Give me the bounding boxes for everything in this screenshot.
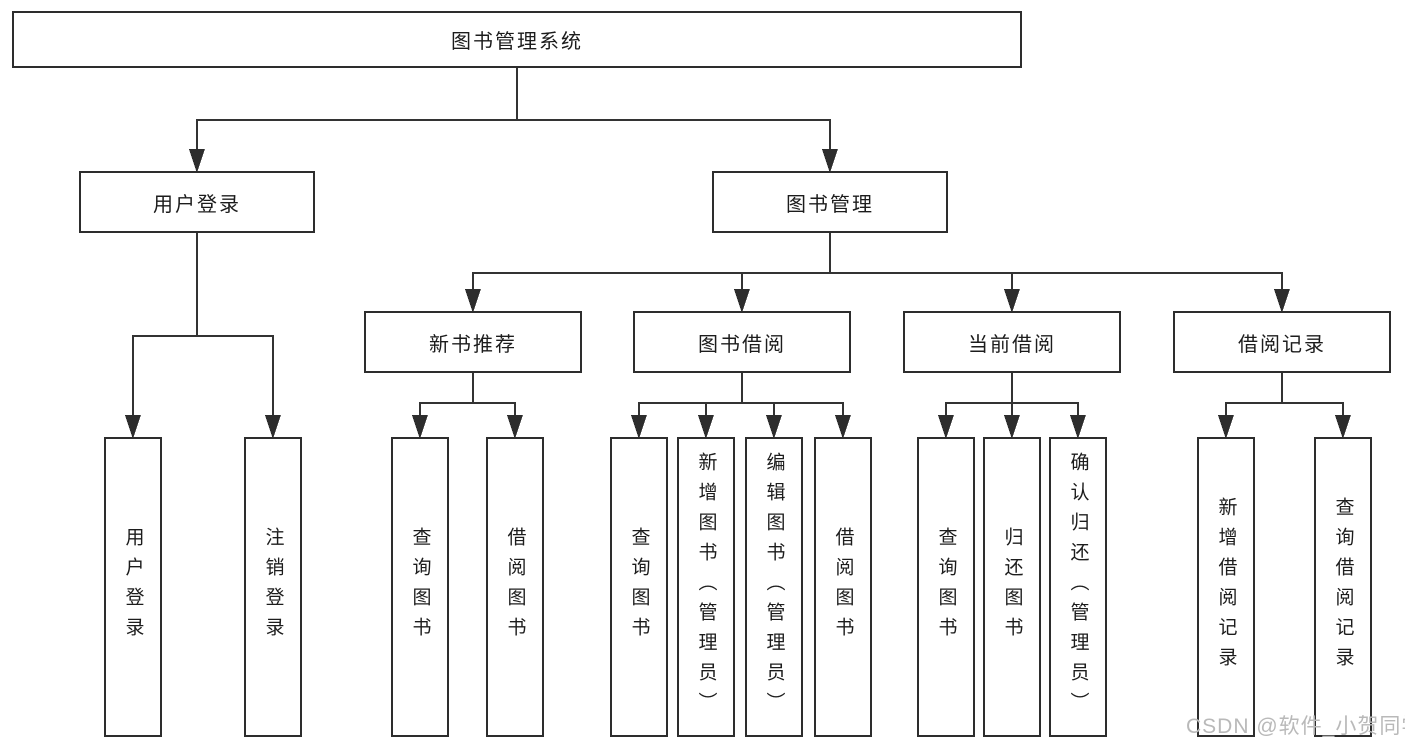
leaf-add-book-admin: 新增图书（管理员） [677, 437, 735, 737]
leaf-query-books-recommend: 查询图书 [391, 437, 449, 737]
leaf-label: 新增借阅记录 [1215, 497, 1237, 677]
leaf-label: 查询借阅记录 [1332, 497, 1354, 677]
connector-root [189, 68, 838, 173]
leaf-user-login: 用户登录 [104, 437, 162, 737]
leaf-label: 查询图书 [935, 527, 957, 647]
leaf-confirm-return-admin: 确认归还（管理员） [1049, 437, 1107, 737]
node-current-borrowing: 当前借阅 [903, 311, 1121, 373]
connector-new-book-recommendation [412, 372, 523, 439]
leaf-add-borrow-record: 新增借阅记录 [1197, 437, 1255, 737]
leaf-label: 注销登录 [262, 527, 284, 647]
leaf-label: 借阅图书 [504, 527, 526, 647]
leaf-edit-book-admin: 编辑图书（管理员） [745, 437, 803, 737]
node-library-management-system: 图书管理系统 [12, 11, 1022, 68]
connector-user-login [125, 232, 281, 439]
leaf-label: 查询图书 [409, 527, 431, 647]
csdn-watermark: CSDN @软件_小贺同学 [1186, 715, 1405, 738]
node-user-login: 用户登录 [79, 171, 315, 233]
node-book-borrowing: 图书借阅 [633, 311, 851, 373]
leaf-label: 编辑图书（管理员） [763, 452, 785, 722]
connector-current-borrowing [938, 372, 1086, 439]
leaf-label: 用户登录 [122, 527, 144, 647]
connector-book-management [465, 232, 1290, 313]
connector-borrowing-records [1218, 372, 1351, 439]
connector-book-borrowing [631, 372, 851, 439]
leaf-query-borrow-record: 查询借阅记录 [1314, 437, 1372, 737]
leaf-borrow-books-borrow: 借阅图书 [814, 437, 872, 737]
leaf-label: 归还图书 [1001, 527, 1023, 647]
leaf-borrow-books-recommend: 借阅图书 [486, 437, 544, 737]
leaf-query-books-current: 查询图书 [917, 437, 975, 737]
node-borrowing-records: 借阅记录 [1173, 311, 1391, 373]
leaf-label: 查询图书 [628, 527, 650, 647]
node-book-management: 图书管理 [712, 171, 948, 233]
leaf-label: 新增图书（管理员） [695, 452, 717, 722]
leaf-logout: 注销登录 [244, 437, 302, 737]
leaf-label: 确认归还（管理员） [1067, 452, 1089, 722]
leaf-label: 借阅图书 [832, 527, 854, 647]
node-new-book-recommendation: 新书推荐 [364, 311, 582, 373]
leaf-query-books-borrow: 查询图书 [610, 437, 668, 737]
leaf-return-book: 归还图书 [983, 437, 1041, 737]
